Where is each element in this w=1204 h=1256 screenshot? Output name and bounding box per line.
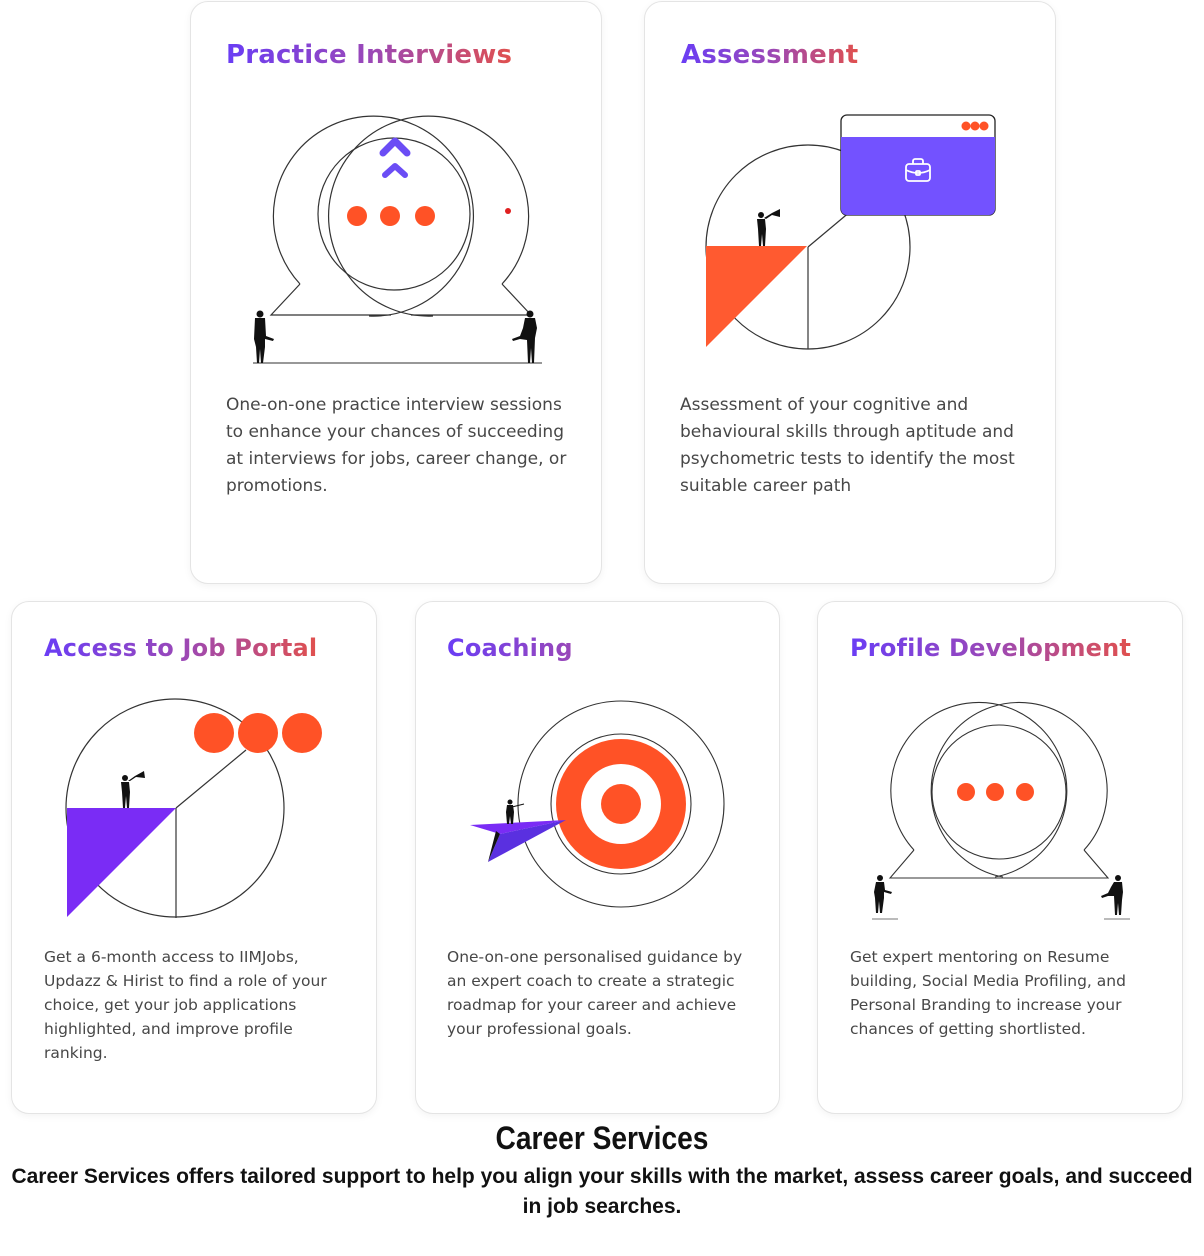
- pie-chart-briefcase-window-icon: [705, 114, 996, 350]
- speech-bubbles-dots-icon: [872, 701, 1130, 920]
- page-description: Career Services offers tailored support …: [11, 1165, 1193, 1218]
- card-access-to-job-portal: Access to Job Portal Get a 6-month acces…: [11, 601, 377, 1114]
- card-title: Practice Interviews: [226, 40, 513, 70]
- target-paper-plane-icon: [470, 700, 725, 908]
- card-title: Assessment: [681, 40, 859, 70]
- speech-bubbles-two-people-icon: [253, 115, 542, 364]
- card-assessment: Assessment Assessment of your cognitive …: [644, 1, 1056, 584]
- card-description: Assessment of your cognitive and behavio…: [680, 395, 1015, 496]
- card-description: Get expert mentoring on Resume building,…: [850, 948, 1126, 1038]
- card-description: Get a 6-month access to IIMJobs, Updazz …: [44, 948, 327, 1062]
- card-description: One-on-one practice interview sessions t…: [226, 395, 567, 496]
- card-practice-interviews: Practice Interviews One-on-one practice …: [190, 1, 602, 584]
- card-title: Access to Job Portal: [44, 634, 318, 662]
- card-title: Coaching: [447, 634, 573, 662]
- card-title: Profile Development: [850, 634, 1132, 662]
- page-title: Career Services: [495, 1120, 709, 1156]
- card-coaching: Coaching One-on-one personalised guidanc…: [415, 601, 780, 1114]
- pie-chart-telescope-icon: [65, 698, 322, 918]
- card-profile-development: Profile Development Get expert mentoring…: [817, 601, 1183, 1114]
- card-description: One-on-one personalised guidance by an e…: [447, 948, 743, 1038]
